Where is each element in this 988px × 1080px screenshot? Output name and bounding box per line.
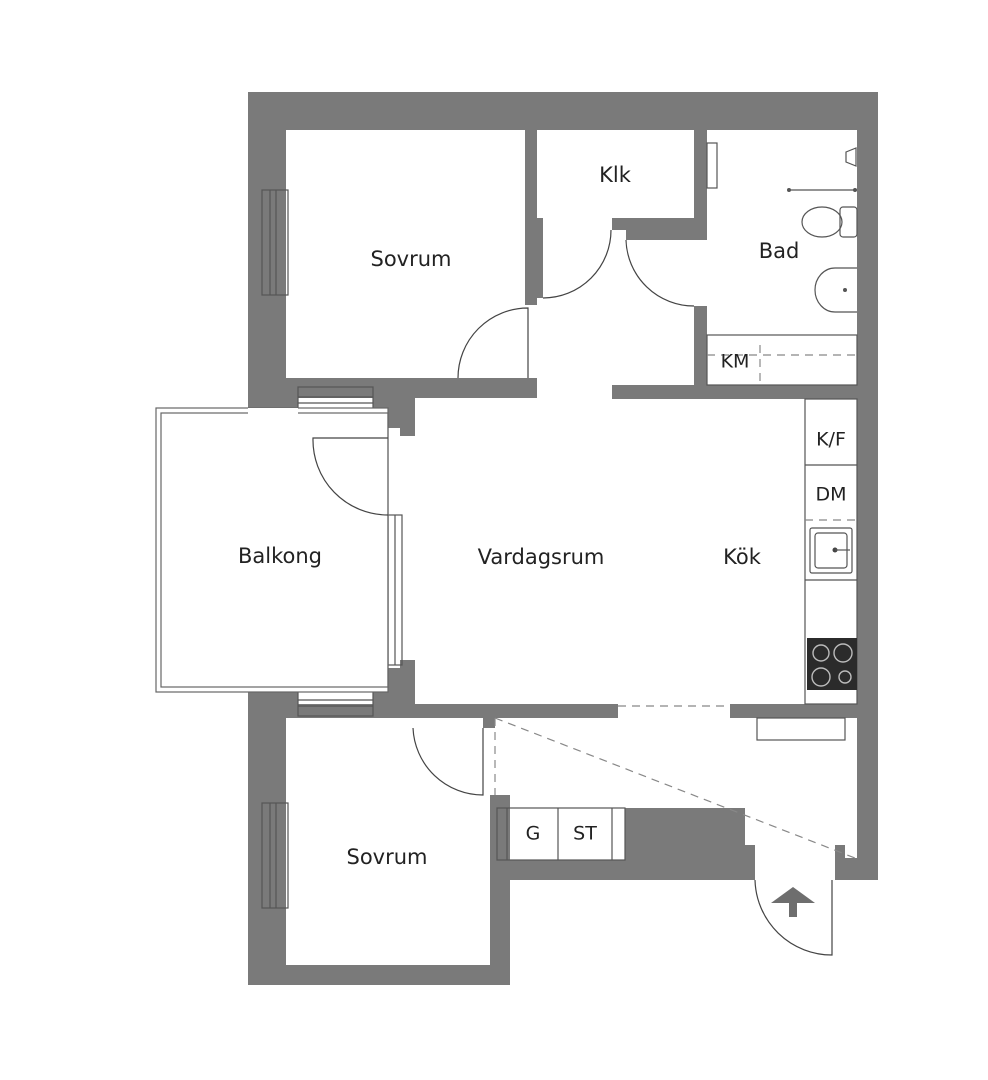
entrance-arrow-icon (771, 887, 815, 917)
outer-wall-bottom-right (490, 860, 755, 880)
outer-wall-bottom (248, 965, 510, 985)
wall-klk-bottom (612, 218, 707, 230)
entrance-jamb-right (835, 845, 857, 880)
wall-sovrum-right (525, 130, 537, 305)
sink-icon (809, 527, 853, 574)
entrance-jamb-left (735, 808, 755, 880)
outer-wall-step (490, 795, 510, 985)
label-km: KM (721, 351, 750, 373)
outer-wall-left-upper (248, 92, 286, 417)
label-bad: Bad (759, 239, 800, 263)
washbasin-icon (814, 267, 857, 313)
door-sovrum-bottom (412, 727, 484, 796)
entrance-block (625, 808, 737, 860)
label-klk: Klk (599, 163, 632, 187)
wall-sovrum-bottom (286, 378, 536, 398)
door-entrance (754, 879, 833, 956)
wall-bad-left-lower (694, 306, 707, 398)
outer-wall-left-lower (248, 687, 286, 985)
door-klk (542, 229, 612, 299)
wall-bad-left (694, 130, 707, 230)
label-kf: K/F (816, 429, 846, 451)
bathroom-fixtures (706, 142, 858, 386)
wall-living-bottom-right (730, 704, 857, 718)
bad-radiator (706, 142, 718, 189)
door-sovrum-top (457, 307, 529, 379)
wall-sovrum2-top (286, 704, 496, 718)
label-kok: Kök (723, 545, 762, 569)
hall-storage (496, 807, 626, 861)
wall-sovrum-bottom-stub (525, 378, 537, 398)
label-dm: DM (815, 484, 846, 506)
window-sovrum-bottom (261, 802, 289, 909)
door-balkong (312, 437, 389, 516)
kitchen-fixtures (756, 398, 858, 741)
pillar-upper-notch (385, 410, 415, 436)
room-labels: Sovrum Klk Bad KM K/F DM Balkong Vardags… (238, 163, 847, 869)
hall-shelf (756, 717, 846, 741)
label-vardagsrum: Vardagsrum (478, 545, 605, 569)
shower-head-icon (845, 147, 857, 167)
label-sovrum-bottom: Sovrum (346, 845, 427, 869)
pillar-lower-notch (385, 660, 415, 690)
doors (312, 229, 833, 956)
window-sovrum-top (261, 189, 289, 296)
balcony-outline (155, 407, 389, 693)
label-balkong: Balkong (238, 544, 322, 568)
walls (248, 92, 878, 985)
dashed-lines (494, 345, 856, 859)
wall-bad-bottom (612, 385, 857, 399)
door-bad (625, 239, 695, 307)
wall-bad-inner-top (626, 230, 707, 240)
toilet-icon (801, 206, 858, 238)
label-st: ST (573, 823, 597, 845)
wall-klk-left-strip (537, 218, 543, 298)
label-g: G (526, 823, 541, 845)
outer-wall-top (248, 92, 878, 130)
stove-icon (807, 638, 857, 690)
outer-wall-right (857, 92, 878, 880)
kitchen-counter (804, 398, 858, 705)
label-sovrum-top: Sovrum (370, 247, 451, 271)
km-counter (706, 334, 858, 386)
